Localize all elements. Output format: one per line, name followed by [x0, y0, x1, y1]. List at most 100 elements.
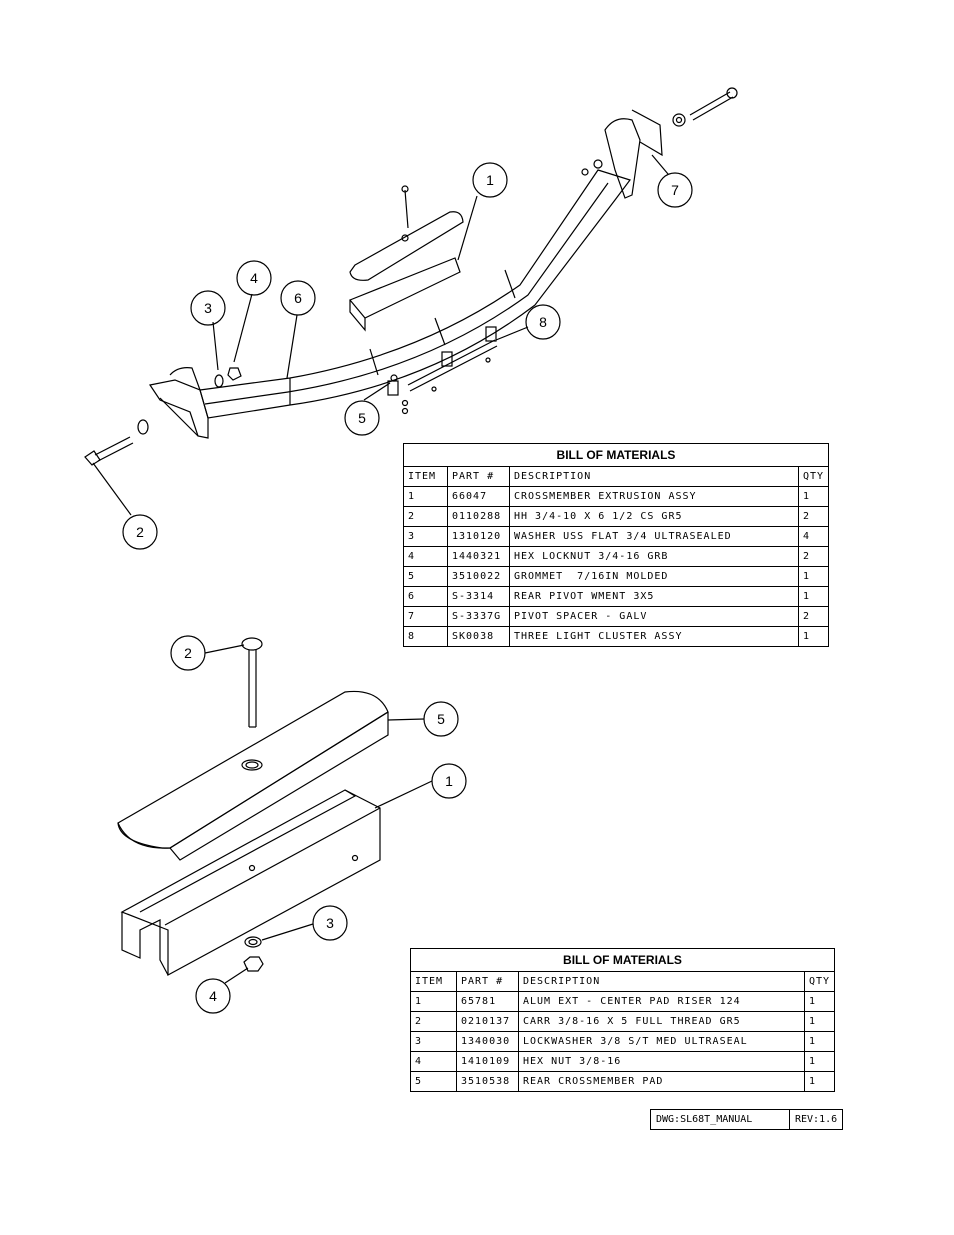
balloon-bottom-4-label: 4 [209, 988, 217, 1004]
crossmember-edge [204, 182, 609, 405]
balloon-top-3 [190, 290, 226, 326]
cell-item: 6 [403, 586, 448, 607]
bolt-left [94, 436, 134, 462]
cell-part: 0110288 [447, 506, 510, 527]
cell-description: HEX NUT 3/8-16 [518, 1051, 805, 1072]
header-part: PART # [447, 466, 510, 487]
cell-part: 1410109 [456, 1051, 519, 1072]
balloon-top-8 [525, 304, 561, 340]
cell-description: GROMMET 7/16IN MOLDED [509, 566, 799, 587]
balloon-bottom-4 [195, 978, 231, 1014]
cell-item: 8 [403, 626, 448, 647]
bottom-assembly-view [117, 637, 433, 984]
balloon-top-4-label: 4 [250, 270, 258, 286]
bill-of-materials-top: BILL OF MATERIALS ITEM PART # DESCRIPTIO… [403, 443, 830, 647]
left-pivot-bracket [149, 379, 209, 439]
bolt-top-right [689, 91, 734, 121]
cell-item: 7 [403, 606, 448, 627]
balloon-bottom-5-label: 5 [437, 711, 445, 727]
balloon-bottom-5 [423, 701, 459, 737]
cell-description: WASHER USS FLAT 3/4 ULTRASEALED [509, 526, 799, 547]
revision: REV:1.6 [788, 1109, 844, 1130]
balloon-top-2 [122, 514, 158, 550]
balloon-top-6 [280, 280, 316, 316]
cell-description: LOCKWASHER 3/8 S/T MED ULTRASEAL [518, 1031, 805, 1052]
cell-item: 3 [403, 526, 448, 547]
balloon-top-3-label: 3 [204, 300, 212, 316]
cell-item: 1 [403, 486, 448, 507]
cell-part: 0210137 [456, 1011, 519, 1032]
balloon-bottom-3-label: 3 [326, 915, 334, 931]
cell-description: REAR CROSSMEMBER PAD [518, 1071, 805, 1092]
bom-header-row: ITEM PART # DESCRIPTION QTY [403, 466, 830, 487]
cell-description: REAR PIVOT WMENT 3X5 [509, 586, 799, 607]
cell-part: 66047 [447, 486, 510, 507]
cell-part: 1440321 [447, 546, 510, 567]
cell-description: PIVOT SPACER - GALV [509, 606, 799, 627]
cell-qty: 4 [797, 526, 830, 547]
balloon-top-2-label: 2 [136, 524, 144, 540]
top-assembly-view [84, 87, 738, 516]
balloon-bottom-3 [312, 905, 348, 941]
bill-of-materials-bottom: BILL OF MATERIALS ITEM PART # DESCRIPTIO… [410, 948, 836, 1092]
balloon-top-1-label: 1 [486, 172, 494, 188]
cell-part: 1340030 [456, 1031, 519, 1052]
bom-title: BILL OF MATERIALS [410, 948, 835, 972]
cell-part: 1310120 [447, 526, 510, 547]
balloon-bottom-2 [170, 635, 206, 671]
cell-item: 1 [410, 991, 457, 1012]
cell-description: CROSSMEMBER EXTRUSION ASSY [509, 486, 799, 507]
cell-item: 4 [410, 1051, 457, 1072]
balloon-bottom-2-label: 2 [184, 645, 192, 661]
cell-qty: 1 [803, 1031, 836, 1052]
balloon-bottom-1 [431, 763, 467, 799]
cell-qty: 1 [803, 1011, 836, 1032]
balloon-top-4 [236, 260, 272, 296]
balloon-top-8-label: 8 [539, 314, 547, 330]
pad-riser-top [349, 257, 461, 319]
lockwasher [244, 936, 262, 948]
header-item: ITEM [410, 971, 457, 992]
cell-qty: 2 [797, 546, 830, 567]
right-pivot-bracket [604, 118, 641, 199]
cell-qty: 1 [797, 566, 830, 587]
carriage-bolt-head [241, 637, 263, 651]
drawing-number: DWG:SL68T_MANUAL [650, 1109, 790, 1130]
balloon-bottom-1-label: 1 [445, 773, 453, 789]
header-description: DESCRIPTION [518, 971, 805, 992]
cell-qty: 1 [797, 626, 830, 647]
cell-item: 2 [403, 506, 448, 527]
cell-part: S-3337G [447, 606, 510, 627]
cell-part: S-3314 [447, 586, 510, 607]
cell-description: HH 3/4-10 X 6 1/2 CS GR5 [509, 506, 799, 527]
cell-part: SK0038 [447, 626, 510, 647]
cell-item: 3 [410, 1031, 457, 1052]
balloon-top-7 [657, 172, 693, 208]
header-qty: QTY [803, 971, 836, 992]
header-description: DESCRIPTION [509, 466, 799, 487]
balloon-top-5-label: 5 [358, 410, 366, 426]
cell-qty: 2 [797, 606, 830, 627]
cell-qty: 1 [797, 486, 830, 507]
cell-qty: 1 [797, 586, 830, 607]
balloon-top-6-label: 6 [294, 290, 302, 306]
cell-qty: 2 [797, 506, 830, 527]
header-item: ITEM [403, 466, 448, 487]
cell-qty: 1 [803, 1071, 836, 1092]
crossmember-tube [199, 169, 631, 419]
cell-part: 3510538 [456, 1071, 519, 1092]
